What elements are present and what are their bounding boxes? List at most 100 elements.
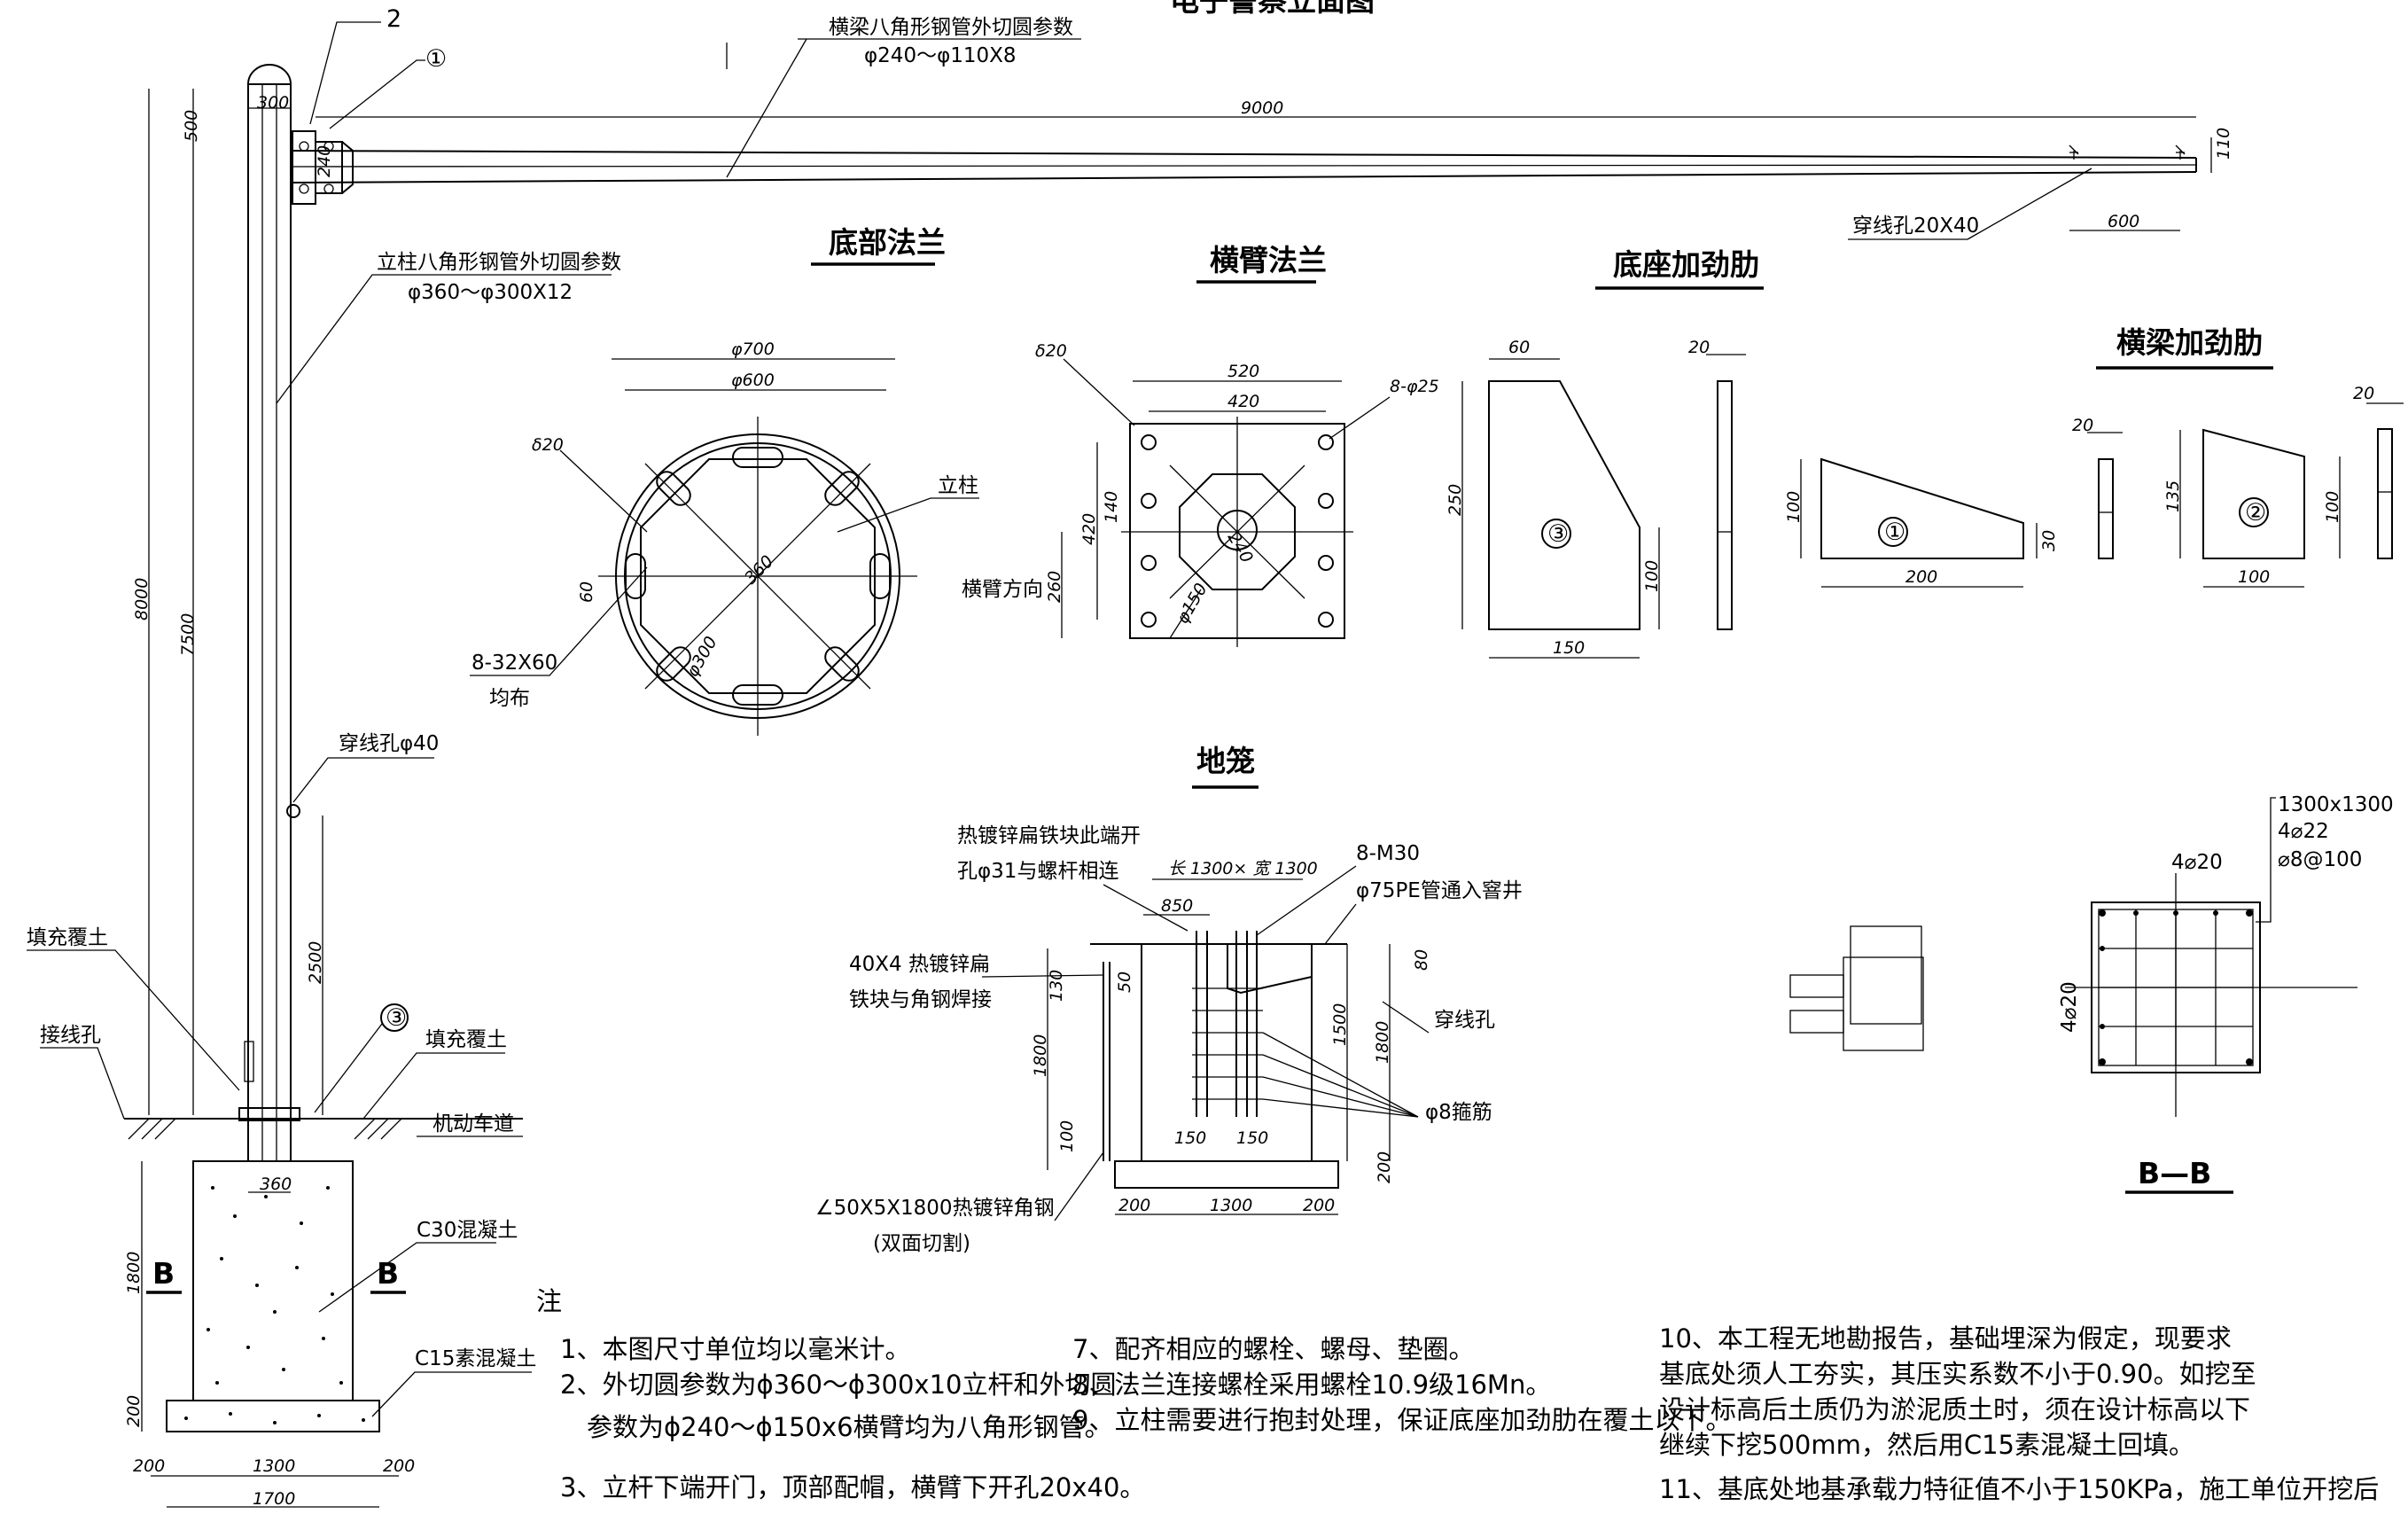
svg-text:9、立柱需要进行抱封处理，保证底座加劲肋在覆土以下。: 9、立柱需要进行抱封处理，保证底座加劲肋在覆土以下。 (1072, 1405, 1731, 1435)
svg-text:4⌀22: 4⌀22 (2278, 820, 2329, 843)
svg-text:240: 240 (315, 145, 334, 177)
cage-view: 地笼 热镀锌扁铁块此端开 孔φ31与螺杆相连 长 1300× 宽 1300 8-… (815, 744, 1523, 1255)
rib-2-side (2377, 428, 2393, 559)
svg-text:2500: 2500 (306, 941, 325, 984)
cage-base (1114, 1160, 1339, 1189)
svg-text:500: 500 (182, 110, 201, 142)
svg-text:200: 200 (133, 1456, 165, 1476)
svg-text:150: 150 (1553, 638, 1585, 658)
svg-text:200: 200 (1905, 567, 1937, 587)
notes-heading: 注 (536, 1286, 562, 1316)
svg-text:(双面切割): (双面切割) (873, 1232, 970, 1255)
svg-text:横梁八角形钢管外切圆参数: 横梁八角形钢管外切圆参数 (829, 16, 1073, 39)
title-section-bb: B—B (2138, 1156, 2211, 1190)
pole-cap (246, 64, 292, 85)
svg-text:1800: 1800 (124, 1252, 144, 1294)
octagon-column (640, 458, 876, 694)
svg-text:8、法兰连接螺栓采用螺栓10.9级16Mn。: 8、法兰连接螺栓采用螺栓10.9级16Mn。 (1072, 1370, 1551, 1400)
svg-text:1800: 1800 (1031, 1034, 1050, 1077)
svg-text:∠50X5X1800热镀锌角钢: ∠50X5X1800热镀锌角钢 (815, 1197, 1055, 1220)
svg-text:机动车道: 机动车道 (433, 1112, 514, 1136)
title-cage: 地笼 (1196, 744, 1255, 778)
svg-text:600: 600 (2108, 212, 2139, 231)
svg-text:8-M30: 8-M30 (1356, 842, 1420, 865)
svg-text:2: 2 (386, 5, 401, 33)
svg-text:设计标高后土质仍为淤泥质土时，须在设计标高以下: 设计标高后土质仍为淤泥质土时，须在设计标高以下 (1659, 1394, 2250, 1424)
title-base-flange: 底部法兰 (829, 225, 946, 260)
svg-text:铁块与角钢焊接: 铁块与角钢焊接 (849, 988, 992, 1011)
svg-text:填充覆土: 填充覆土 (27, 926, 108, 949)
svg-text:30: 30 (2039, 530, 2059, 551)
svg-text:40X4 热镀锌扁: 40X4 热镀锌扁 (849, 953, 990, 976)
svg-text:⌀8@100: ⌀8@100 (2278, 848, 2362, 871)
svg-text:φ150: φ150 (1173, 580, 1211, 627)
svg-text:继续下挖500mm，然后用C15素混凝土回填。: 继续下挖500mm，然后用C15素混凝土回填。 (1659, 1430, 2194, 1460)
svg-text:420: 420 (1079, 513, 1099, 545)
svg-text:3、立杆下端开门，顶部配帽，横臂下开孔20x40。: 3、立杆下端开门，顶部配帽，横臂下开孔20x40。 (560, 1472, 1145, 1502)
svg-text:φ360～φ300X12: φ360～φ300X12 (408, 281, 573, 304)
svg-text:1300: 1300 (253, 1456, 295, 1476)
svg-text:850: 850 (1161, 896, 1193, 916)
svg-text:穿线孔: 穿线孔 (1434, 1009, 1495, 1032)
svg-text:1、本图尺寸单位均以毫米计。: 1、本图尺寸单位均以毫米计。 (560, 1334, 910, 1364)
svg-text:长 1300× 宽 1300: 长 1300× 宽 1300 (1168, 859, 1318, 878)
svg-text:9000: 9000 (1241, 98, 1283, 118)
svg-text:δ20: δ20 (532, 435, 564, 455)
svg-text:①: ① (1884, 519, 1905, 546)
svg-text:20: 20 (2353, 384, 2374, 403)
svg-text:200: 200 (1375, 1151, 1394, 1183)
svg-text:基底处须人工夯实，其压实系数不小于0.90。如挖至: 基底处须人工夯实，其压实系数不小于0.90。如挖至 (1659, 1359, 2256, 1389)
wire-hole-side-circle (286, 804, 300, 818)
svg-text:140: 140 (1102, 491, 1121, 523)
svg-text:150: 150 (1174, 1128, 1206, 1148)
svg-text:7、配齐相应的螺栓、螺母、垫圈。: 7、配齐相应的螺栓、螺母、垫圈。 (1072, 1334, 1474, 1364)
svg-text:B: B (377, 1256, 399, 1291)
title-base-rib: 底座加劲肋 (1613, 247, 1759, 282)
concrete-hatch (184, 1186, 365, 1424)
svg-text:8000: 8000 (132, 578, 152, 620)
svg-text:60: 60 (1508, 338, 1530, 357)
svg-text:110: 110 (2214, 128, 2233, 160)
svg-text:20: 20 (2072, 416, 2093, 435)
svg-text:360: 360 (741, 551, 777, 588)
svg-text:100: 100 (1642, 560, 1662, 592)
svg-text:1500: 1500 (1330, 1003, 1350, 1046)
svg-text:填充覆土: 填充覆土 (425, 1028, 507, 1051)
svg-text:穿线孔φ40: 穿线孔φ40 (339, 732, 439, 755)
small-blocks (1789, 925, 1924, 1051)
svg-text:135: 135 (2163, 480, 2183, 512)
svg-text:立柱八角形钢管外切圆参数: 立柱八角形钢管外切圆参数 (377, 251, 621, 274)
title-elevation: 电子警察立面图 (1170, 0, 1375, 18)
svg-text:130: 130 (1047, 970, 1066, 1002)
svg-text:1700: 1700 (253, 1489, 295, 1509)
svg-text:80: 80 (1412, 949, 1431, 971)
svg-text:B: B (152, 1256, 175, 1291)
svg-text:420: 420 (1227, 392, 1259, 411)
svg-text:300: 300 (257, 93, 289, 113)
callout-1: ① (425, 45, 447, 73)
svg-text:100: 100 (2323, 491, 2342, 523)
svg-text:20: 20 (1688, 338, 1710, 357)
svg-text:100: 100 (2238, 567, 2270, 587)
svg-text:4⌀20: 4⌀20 (2171, 851, 2223, 874)
svg-text:8-32X60: 8-32X60 (471, 652, 557, 675)
svg-text:δ20: δ20 (1035, 341, 1067, 361)
svg-text:4⌀20: 4⌀20 (2058, 981, 2081, 1033)
svg-text:200: 200 (383, 1456, 415, 1476)
elevation-view: 电子警察立面图 300 9000 240 110 600 (27, 0, 2233, 1509)
svg-text:250: 250 (1446, 484, 1465, 516)
svg-text:③: ③ (386, 1004, 407, 1032)
rib-1-shape (1820, 457, 2024, 559)
rib-3-side (1717, 380, 1733, 630)
notes: 注 1、本图尺寸单位均以毫米计。 2、外切圆参数为ɸ360～ɸ300x10立杆和… (536, 1286, 2379, 1504)
svg-text:260: 260 (1045, 571, 1064, 603)
svg-text:φ8箍筋: φ8箍筋 (1425, 1101, 1492, 1124)
c30-foundation (192, 1160, 354, 1401)
svg-text:②: ② (2245, 499, 2266, 527)
svg-text:11、基底处地基承载力特征值不小于150KPa，施工单位开挖: 11、基底处地基承载力特征值不小于150KPa，施工单位开挖后 (1659, 1474, 2379, 1504)
svg-text:C30混凝土: C30混凝土 (417, 1219, 518, 1242)
svg-text:接线孔: 接线孔 (40, 1024, 101, 1047)
svg-text:200: 200 (1303, 1196, 1335, 1215)
beam-rib-view: 横梁加劲肋 ① 100 200 30 20 ② 135 100 100 20 (1784, 325, 2404, 588)
svg-text:横臂方向: 横臂方向 (962, 578, 1043, 601)
